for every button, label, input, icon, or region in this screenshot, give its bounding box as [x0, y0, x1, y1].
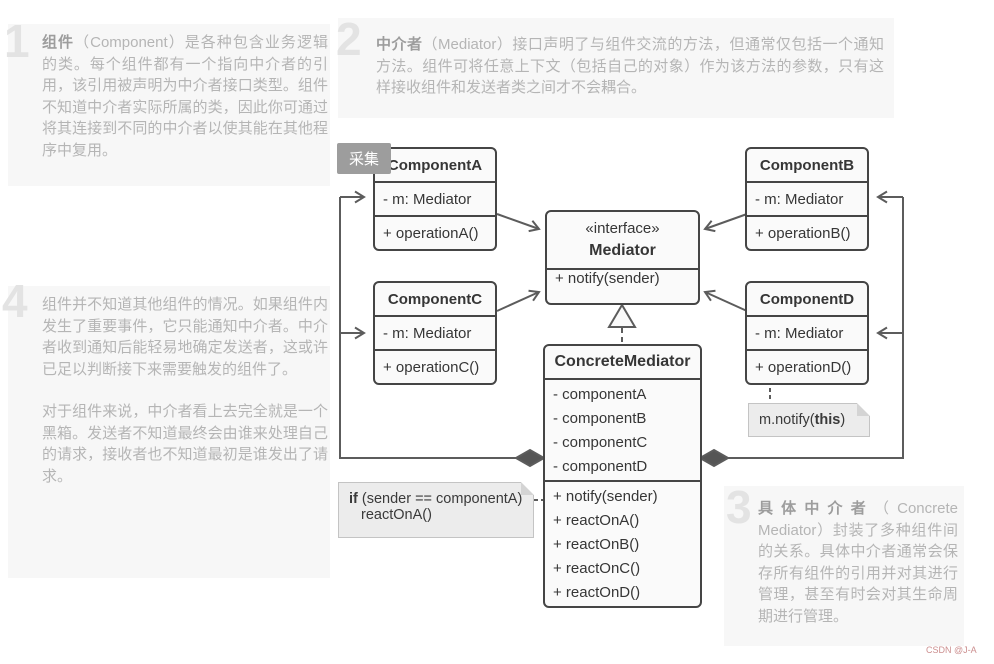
class-name: ComponentB: [759, 156, 855, 174]
class-componenta: ComponentA - m: Mediator + operationA(): [373, 147, 497, 251]
class-method: + operationC(): [383, 358, 480, 376]
notify-note: m.notify(this): [748, 403, 870, 437]
class-componentc: ComponentC - m: Mediator + operationC(): [373, 281, 497, 385]
pseudocode-note: if (sender == componentA) reactOnA(): [338, 482, 534, 538]
class-field: - m: Mediator: [755, 190, 844, 208]
class-name: ConcreteMediator: [554, 353, 691, 370]
arrow-componentb-mediator: [703, 213, 748, 233]
callout-text-4b: 对于组件来说，中介者看上去完全就是一个黑箱。发送者不知道最终会由谁来处理自己的请…: [42, 403, 328, 485]
class-method: + notify(sender): [553, 487, 658, 505]
composition-diamond-left: [513, 448, 547, 468]
callout-concrete-mediator: 3 具体中介者（Concrete Mediator）封装了多种组件间的关系。具体…: [724, 481, 964, 646]
note-line: if (sender == componentA): [349, 491, 523, 507]
class-method: + operationD(): [755, 358, 852, 376]
note-line: reactOnA(): [361, 507, 432, 523]
inheritance-triangle-icon: [607, 303, 637, 328]
class-field: - m: Mediator: [755, 324, 844, 342]
class-componentb: ComponentB - m: Mediator + operationB(): [745, 147, 869, 251]
callout-text-1: 组件（Component）是各种包含业务逻辑的类。每个组件都有一个指向中介者的引…: [42, 34, 328, 159]
class-field: - componentC: [553, 433, 648, 451]
callout-number-4: 4: [2, 275, 28, 327]
note-line: m.notify(this): [759, 412, 846, 428]
callout-lead-2: 中介者: [376, 36, 423, 53]
class-method: + operationA(): [383, 224, 479, 242]
class-name: ComponentC: [387, 290, 483, 308]
class-name: ComponentA: [387, 156, 483, 174]
arrow-componenta-mediator: [496, 213, 541, 233]
csdn-watermark: CSDN @J-A: [926, 645, 977, 655]
capture-tag: 采集: [337, 143, 391, 174]
callout-lead-1: 组件: [42, 34, 75, 51]
class-method: + reactOnB(): [553, 535, 640, 553]
arrow-componentd-mediator: [703, 289, 748, 312]
methods-section: + notify(sender) + reactOnA() + reactOnB…: [545, 480, 700, 606]
class-method: + operationB(): [755, 224, 851, 242]
callout-number-3: 3: [726, 481, 752, 533]
fields-section: - componentA - componentB - componentC -…: [545, 378, 700, 480]
class-name: Mediator: [589, 242, 656, 259]
callout-component: 1 组件（Component）是各种包含业务逻辑的类。每个组件都有一个指向中介者…: [4, 18, 330, 186]
callout-mediator: 2 中介者（Mediator）接口声明了与组件交流的方法，但通常仅包括一个通知方…: [336, 13, 894, 118]
callout-components-unaware: 4 组件并不知道其他组件的情况。如果组件内发生了重要事件，它只能通知中介者。中介…: [2, 278, 330, 578]
class-method: + reactOnC(): [553, 559, 641, 577]
stereotype-label: «interface»: [585, 220, 660, 237]
arrow-componentc-mediator: [496, 289, 541, 312]
composition-diamond-right: [697, 448, 731, 468]
class-mediator-interface: «interface» Mediator + notify(sender): [545, 210, 700, 305]
class-field: - m: Mediator: [383, 190, 472, 208]
class-componentd: ComponentD - m: Mediator + operationD(): [745, 281, 869, 385]
callout-text-4a: 组件并不知道其他组件的情况。如果组件内发生了重要事件，它只能通知中介者。中介者收…: [42, 296, 328, 378]
callout-number-1: 1: [4, 15, 30, 67]
class-method: + reactOnA(): [553, 511, 640, 529]
class-field: - m: Mediator: [383, 324, 472, 342]
class-field: - componentB: [553, 409, 647, 427]
class-method: + notify(sender): [555, 270, 660, 287]
class-field: - componentD: [553, 457, 648, 475]
class-method: + reactOnD(): [553, 583, 641, 601]
class-field: - componentA: [553, 385, 647, 403]
callout-lead-3: 具体中介者: [758, 500, 874, 517]
realization-arrow: [607, 303, 637, 344]
class-name: ComponentD: [759, 290, 855, 308]
callout-text-3: 具体中介者（Concrete Mediator）封装了多种组件间的关系。具体中介…: [758, 500, 958, 625]
class-concrete-mediator: ConcreteMediator - componentA - componen…: [543, 344, 702, 608]
callout-number-2: 2: [336, 13, 362, 65]
callout-text-2: 中介者（Mediator）接口声明了与组件交流的方法，但通常仅包括一个通知方法。…: [376, 36, 884, 96]
